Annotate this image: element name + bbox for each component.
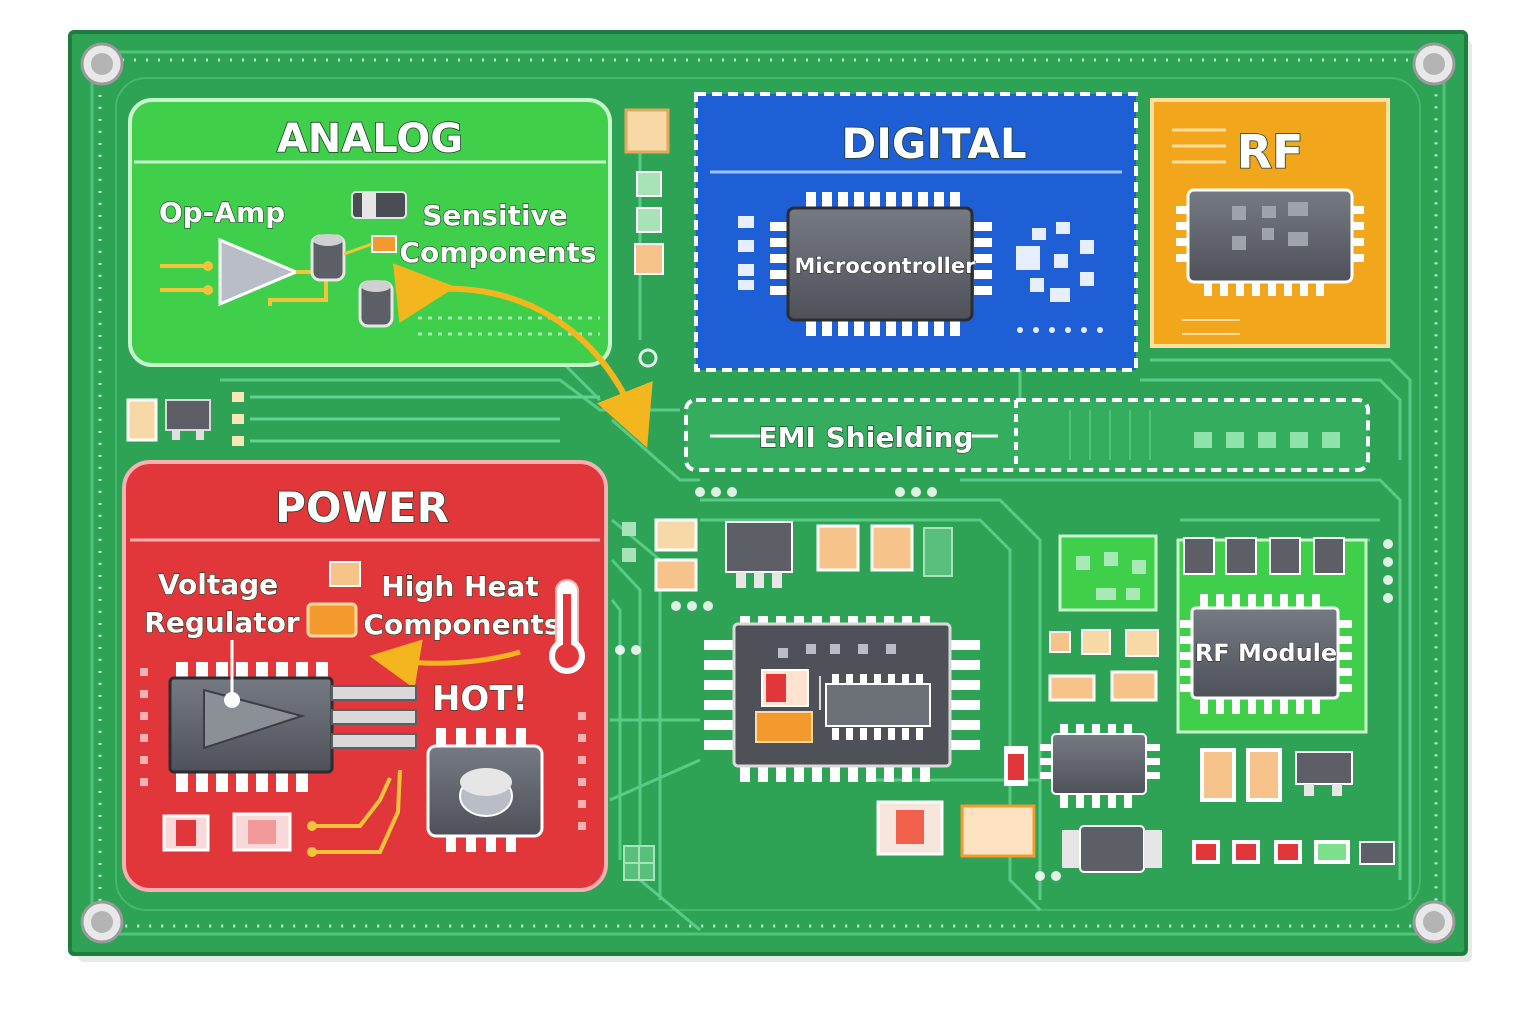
processor-chip (704, 616, 980, 782)
capacitor-icon (310, 191, 407, 328)
voltage-regulator-chip (168, 640, 417, 792)
digital-zone: DIGITAL Microcontroller (694, 92, 1138, 372)
high-heat-label-1: High Heat (381, 570, 538, 603)
rf-module-label: RF Module (1195, 639, 1337, 667)
heat-arrow (369, 639, 521, 689)
right-components: RF Module (623, 534, 1395, 881)
thermometer-icon (549, 579, 585, 674)
opamp-label: Op-Amp (159, 196, 285, 229)
smd-pads-column (624, 108, 670, 275)
center-components (622, 518, 1036, 858)
rf-module: RF Module (1176, 537, 1368, 734)
digital-title: DIGITAL (841, 119, 1026, 168)
hot-label: HOT! (432, 679, 528, 719)
analog-zone: ANALOG Op-Amp Sensitive Components (128, 98, 612, 367)
rf-zone: RF (1150, 98, 1390, 348)
small-chip (1040, 724, 1160, 808)
analog-title: ANALOG (277, 116, 463, 162)
opamp-icon (160, 237, 328, 307)
high-heat-label-2: Components (363, 608, 560, 641)
digital-passives (738, 216, 1103, 333)
rf-title: RF (1237, 125, 1304, 179)
voltage-regulator-label-1: Voltage (158, 568, 278, 601)
microcontroller-label: Microcontroller (795, 254, 977, 278)
sensitive-components-label-2: Components (399, 236, 596, 269)
emi-shielding-label: EMI Shielding (758, 421, 973, 454)
power-zone: POWER Voltage Regulator High Heat Compon… (122, 460, 608, 892)
voltage-regulator-label-2: Regulator (144, 606, 300, 639)
emi-shielding-zone: EMI Shielding (684, 398, 1370, 472)
microcontroller-chip: Microcontroller (770, 192, 992, 336)
power-title: POWER (275, 483, 449, 532)
rf-chip-icon (1176, 188, 1364, 296)
interference-arrow (393, 263, 653, 448)
sensitive-components-label-1: Sensitive (422, 199, 568, 232)
mounting-hole-icon (80, 42, 1456, 944)
hot-component-chip (426, 728, 544, 852)
